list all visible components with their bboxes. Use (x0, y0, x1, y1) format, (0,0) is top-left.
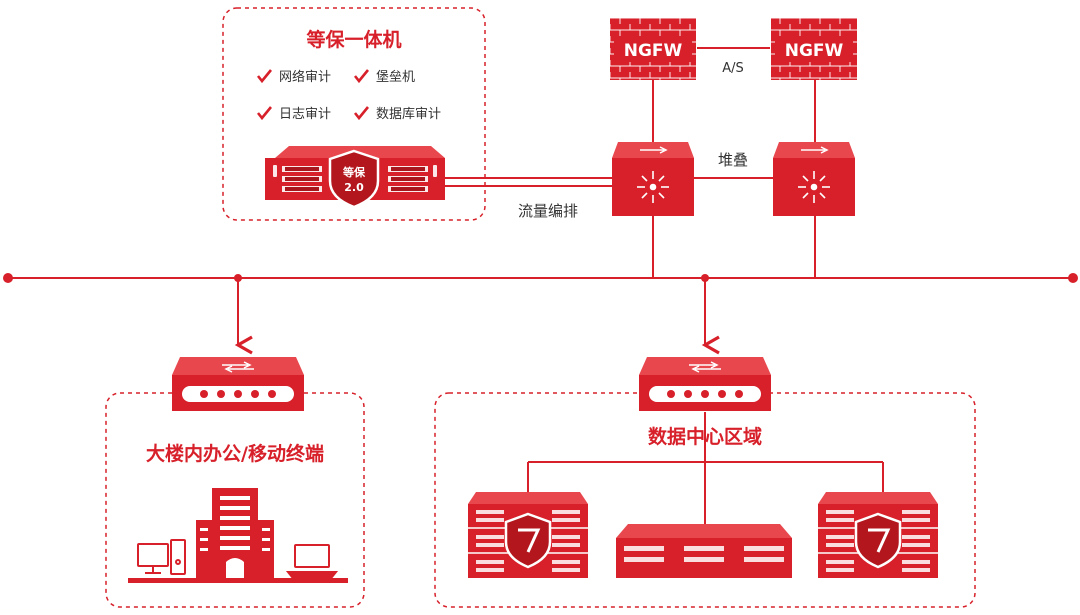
backbone-nodes (3, 273, 1078, 283)
firewall-label: NGFW (785, 41, 844, 61)
connection-lines (8, 47, 1073, 528)
server-stack-right (818, 492, 938, 578)
desktop-computer-icon (137, 539, 186, 575)
server-stack-left (468, 492, 588, 578)
feature-database-audit: 数据库审计 (376, 106, 441, 122)
core-switch-left (612, 142, 694, 216)
firewall-primary: NGFW (610, 18, 696, 80)
check-icon (256, 69, 273, 84)
check-icon (353, 69, 370, 84)
feature-log-audit: 日志审计 (279, 107, 331, 122)
storage-array-center (616, 524, 792, 578)
firewall-secondary: NGFW (771, 18, 857, 80)
laptop-icon (285, 544, 339, 578)
shield-icon (854, 512, 902, 569)
compliance-appliance: 等保 2.0 (265, 146, 445, 209)
feature-list: 网络审计 堡垒机 日志审计 数据库审计 (256, 69, 441, 122)
feature-bastion-host: 堡垒机 (376, 69, 415, 85)
datacenter-zone-title: 数据中心区域 (648, 425, 762, 448)
compliance-group-box (222, 7, 486, 221)
datacenter-router (639, 357, 771, 411)
firewall-label: NGFW (624, 41, 683, 61)
compliance-title: 等保一体机 (305, 28, 401, 51)
failover-mode-label: A/S (722, 61, 744, 76)
check-icon (256, 106, 273, 121)
office-router (172, 357, 304, 411)
shield-icon (504, 512, 552, 569)
traffic-orchestration-label: 流量编排 (518, 202, 578, 220)
shield-icon (328, 149, 380, 209)
switch-arrows-icon (798, 171, 830, 203)
stack-label: 堆叠 (718, 151, 748, 169)
badge-version: 2.0 (344, 181, 364, 194)
office-building-icon (128, 488, 348, 583)
feature-network-audit: 网络审计 (279, 69, 331, 85)
office-zone-title: 大楼内办公/移动终端 (146, 442, 324, 465)
check-icon (353, 106, 370, 121)
core-switch-right (773, 142, 855, 216)
switch-arrows-icon (637, 171, 669, 203)
badge-label: 等保 (342, 165, 366, 179)
